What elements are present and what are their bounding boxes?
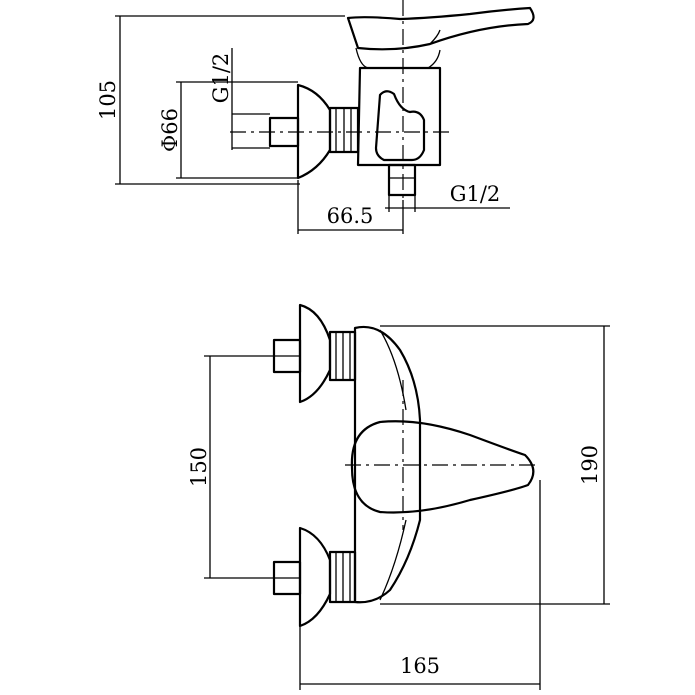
- side-body-cutout: [374, 90, 426, 162]
- dim-150-label: 150: [187, 447, 211, 487]
- dim-g12-inlet-label: G1/2: [209, 53, 233, 104]
- dim-g12-outlet-label: G1/2: [450, 182, 501, 206]
- front-handle: [350, 420, 535, 514]
- side-view: [230, 0, 535, 200]
- dim-165-label: 165: [400, 654, 440, 678]
- front-bottom-flange: [298, 526, 332, 628]
- side-handle-collar: [355, 47, 441, 69]
- dim-105-label: 105: [96, 80, 120, 120]
- dim-190-label: 190: [578, 445, 602, 485]
- side-outlet-nut: [387, 163, 417, 197]
- side-flange: [296, 83, 332, 180]
- side-dimensions: 105 Φ66 G1/2 G1/2 66.5: [96, 15, 510, 234]
- side-handle-lever: [346, 6, 535, 51]
- front-body: [353, 325, 422, 604]
- side-body: [356, 66, 442, 167]
- dim-phi66-label: Φ66: [158, 108, 182, 152]
- dim-66-5-label: 66.5: [327, 204, 374, 228]
- front-top-flange: [298, 303, 332, 404]
- front-view: [272, 303, 540, 628]
- front-dimensions: 150 190 165: [187, 325, 610, 690]
